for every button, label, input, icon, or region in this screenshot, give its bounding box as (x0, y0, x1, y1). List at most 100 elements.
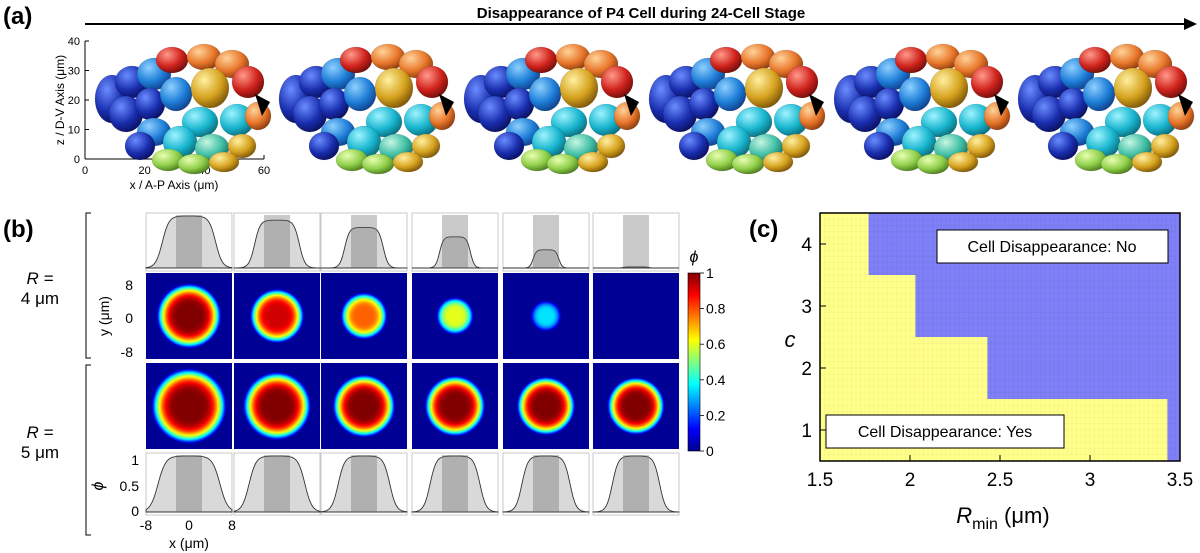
embryo-cell (920, 106, 958, 138)
heatmap-ring (354, 396, 374, 416)
profile-row-r5 (145, 452, 680, 516)
embryo-cell (785, 65, 819, 99)
heatmap-row-r5 (146, 363, 679, 449)
phi-tick-0: 0 (131, 503, 139, 519)
y-tick-label: 2 (801, 359, 812, 380)
embryo-cell (155, 46, 189, 74)
embryo-cell (731, 153, 765, 175)
panel-a-x-tick-label: 60 (258, 165, 270, 177)
profile-core-band (351, 455, 377, 512)
heatmap-ring (536, 396, 556, 416)
heatmap-cell (593, 273, 679, 359)
panel-a-y-tick-label: 20 (68, 95, 80, 107)
embryo-cell (550, 106, 588, 138)
heatmap-ring (178, 305, 200, 327)
region-yes-block (820, 213, 869, 275)
heatmap-cell (503, 363, 589, 449)
embryo-snapshots (94, 43, 1195, 175)
profile-core-band (623, 215, 649, 268)
heatmap-cell (593, 363, 679, 449)
p4-cell-pointer-icon (439, 94, 454, 116)
profile-plot (592, 212, 680, 272)
embryo-cell (1104, 106, 1142, 138)
profile-plot (233, 212, 321, 272)
profile-curve (145, 215, 233, 269)
profile-x-axis-label: x (μm) (169, 535, 209, 551)
heatmap-cell (146, 363, 232, 449)
embryo-cell (524, 46, 558, 74)
phase-diagram-x-axis-label: Rmin (μm) (956, 503, 1049, 533)
profile-core-band (533, 455, 559, 512)
profile-curve (502, 455, 590, 513)
embryo-cell (916, 153, 950, 175)
colorbar-tick-label: 0.8 (706, 301, 726, 317)
profile-curve (233, 219, 321, 269)
embryo-cell (762, 151, 794, 173)
region-yes-label: Cell Disappearance: Yes (858, 424, 1032, 441)
heatmap-ring (445, 396, 465, 416)
profile-curve (593, 266, 679, 269)
panel-b-label: (b) (3, 216, 34, 243)
profile-plot (502, 452, 590, 516)
heatmap-cell (503, 273, 589, 359)
stage-arrow (85, 18, 1197, 30)
profile-plot (411, 452, 499, 516)
colorbar-tick-label: 1 (706, 265, 714, 281)
panel-a-x-axis-label: x / A-P Axis (μm) (130, 178, 219, 192)
phi-tick-1: 1 (131, 452, 139, 468)
embryo-cell (190, 67, 230, 109)
panel-a-y-tick-label: 10 (68, 125, 80, 137)
embryo-cell (339, 46, 373, 74)
embryo-cell (947, 151, 979, 173)
x-label-sub: min (972, 516, 998, 533)
embryo-cell (361, 153, 395, 175)
profile-row-r4 (145, 212, 680, 272)
x-tick-label: 1.5 (807, 470, 833, 491)
embryo-cell (1078, 46, 1112, 74)
region-yes-block (820, 337, 988, 399)
heatmap-row-r4 (146, 273, 679, 359)
profile-x-tick-right: 8 (228, 517, 236, 533)
colorbar (687, 272, 701, 452)
y-tick-label: 3 (801, 297, 812, 318)
row-label-r4-line1: R = (27, 269, 54, 288)
embryo-cell (709, 46, 743, 74)
profile-curve (411, 455, 499, 513)
profile-core-band (623, 455, 649, 512)
embryo-cell (559, 67, 599, 109)
profile-core-band (442, 455, 468, 512)
embryo-cell (966, 133, 996, 159)
embryo-snapshot (463, 43, 641, 175)
embryo-snapshot (1017, 43, 1195, 175)
panel-a-y-axis-label: z / D-V Axis (μm) (53, 55, 67, 145)
colorbar-label: ϕ (690, 249, 699, 266)
embryo-cell (600, 65, 634, 99)
p4-cell-pointer-icon (809, 94, 824, 116)
profile-curve (503, 249, 589, 269)
heatmap-cell (234, 273, 320, 359)
x-label-unit: (μm) (998, 503, 1050, 528)
region-no-label: Cell Disappearance: No (968, 239, 1137, 256)
embryo-cell (577, 151, 609, 173)
x-tick-label: 2.5 (987, 470, 1013, 491)
heatmap-ring (177, 394, 201, 418)
embryo-cell (208, 151, 240, 173)
heatmap-ring (541, 311, 551, 321)
heatmap-cell (412, 273, 498, 359)
heatmap-ring (268, 307, 286, 325)
phi-axis-label: ϕ (90, 481, 107, 490)
heatmap-y-tick-top: 8 (125, 277, 133, 293)
profile-curve (412, 236, 498, 269)
heatmap-cell (321, 363, 407, 449)
row-label-r4-line2: 4 μm (21, 289, 59, 308)
colorbar-tick-label: 0.4 (706, 372, 726, 388)
embryo-cell (970, 65, 1004, 99)
profile-core-band (351, 215, 377, 268)
embryo-cell (1113, 67, 1153, 109)
panel-c-label: (c) (749, 216, 778, 243)
profile-curve (145, 455, 233, 513)
label-no-box: Cell Disappearance: No (936, 229, 1169, 264)
heatmap-ring (631, 311, 641, 321)
profile-core-band (176, 215, 202, 268)
